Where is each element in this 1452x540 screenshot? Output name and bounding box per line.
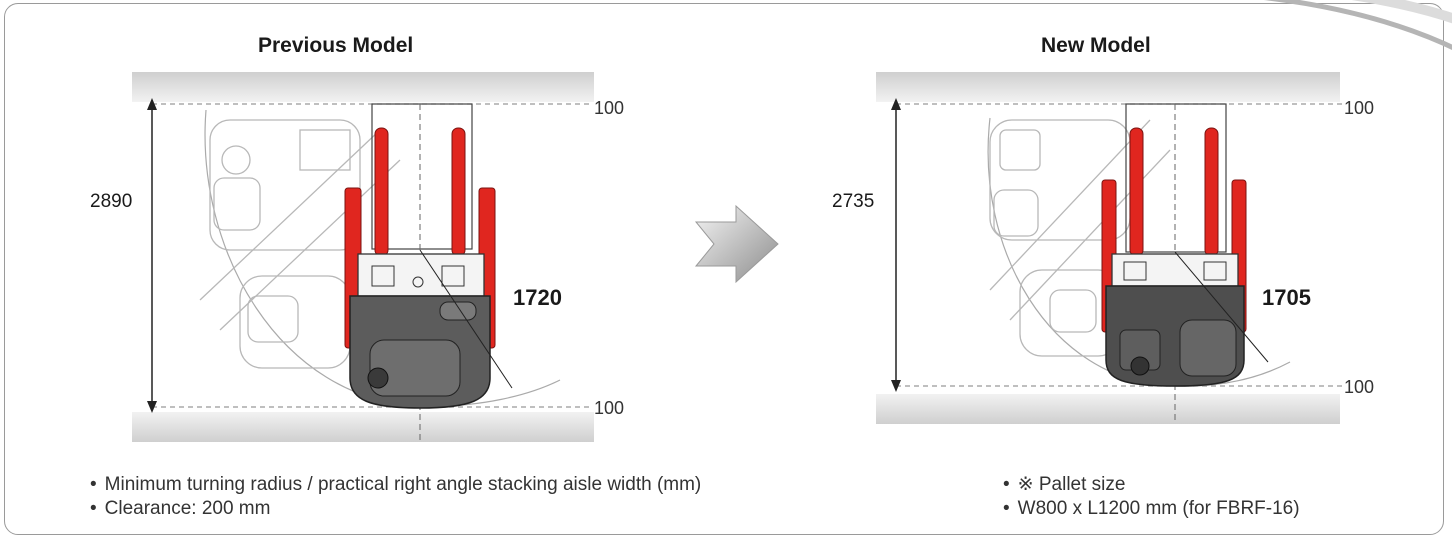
note-text: Minimum turning radius / practical right… [104,474,702,495]
corner-swoosh-decoration [1263,0,1452,51]
bullet-icon: • [1003,474,1010,495]
note-text: ※ Pallet size [1017,474,1126,495]
new-turning-width-label: 1705 [1262,285,1311,310]
previous-clearance-bottom-label: 100 [594,398,625,418]
notes-left: • Minimum turning radius / practical righ… [90,473,701,521]
content-frame [4,3,1444,535]
new-model-title: New Model [1041,34,1151,57]
bullet-icon: • [1003,498,1010,519]
previous-turning-width-label: 1720 [513,285,562,310]
bullet-icon: • [90,474,97,495]
bullet-icon: • [90,498,97,519]
right-arrow-icon [694,204,779,284]
previous-top-band [132,72,594,102]
new-clearance-bottom-label: 100 [1344,377,1375,397]
previous-clearance-top-label: 100 [594,98,625,118]
new-clearance-top-label: 100 [1344,98,1375,118]
previous-height-label: 2890 [90,191,133,212]
previous-model-title: Previous Model [258,34,414,57]
previous-bottom-band [132,412,594,442]
new-height-label: 2735 [832,191,875,212]
previous-forklift-diagram [147,98,590,440]
notes-right: • ※ Pallet size • W800 x L1200 mm (for FBR… [1003,473,1300,521]
note-item: • Minimum turning radius / practical righ… [90,473,701,497]
note-text: W800 x L1200 mm (for FBRF-16) [1017,498,1300,519]
note-text: Clearance: 200 mm [104,498,271,519]
new-bottom-band [876,394,1340,424]
new-forklift-diagram [891,98,1342,420]
note-item: • ※ Pallet size [1003,473,1300,497]
new-top-band [876,72,1340,102]
note-item: • W800 x L1200 mm (for FBRF-16) [1003,497,1300,521]
note-item: • Clearance: 200 mm [90,497,701,521]
